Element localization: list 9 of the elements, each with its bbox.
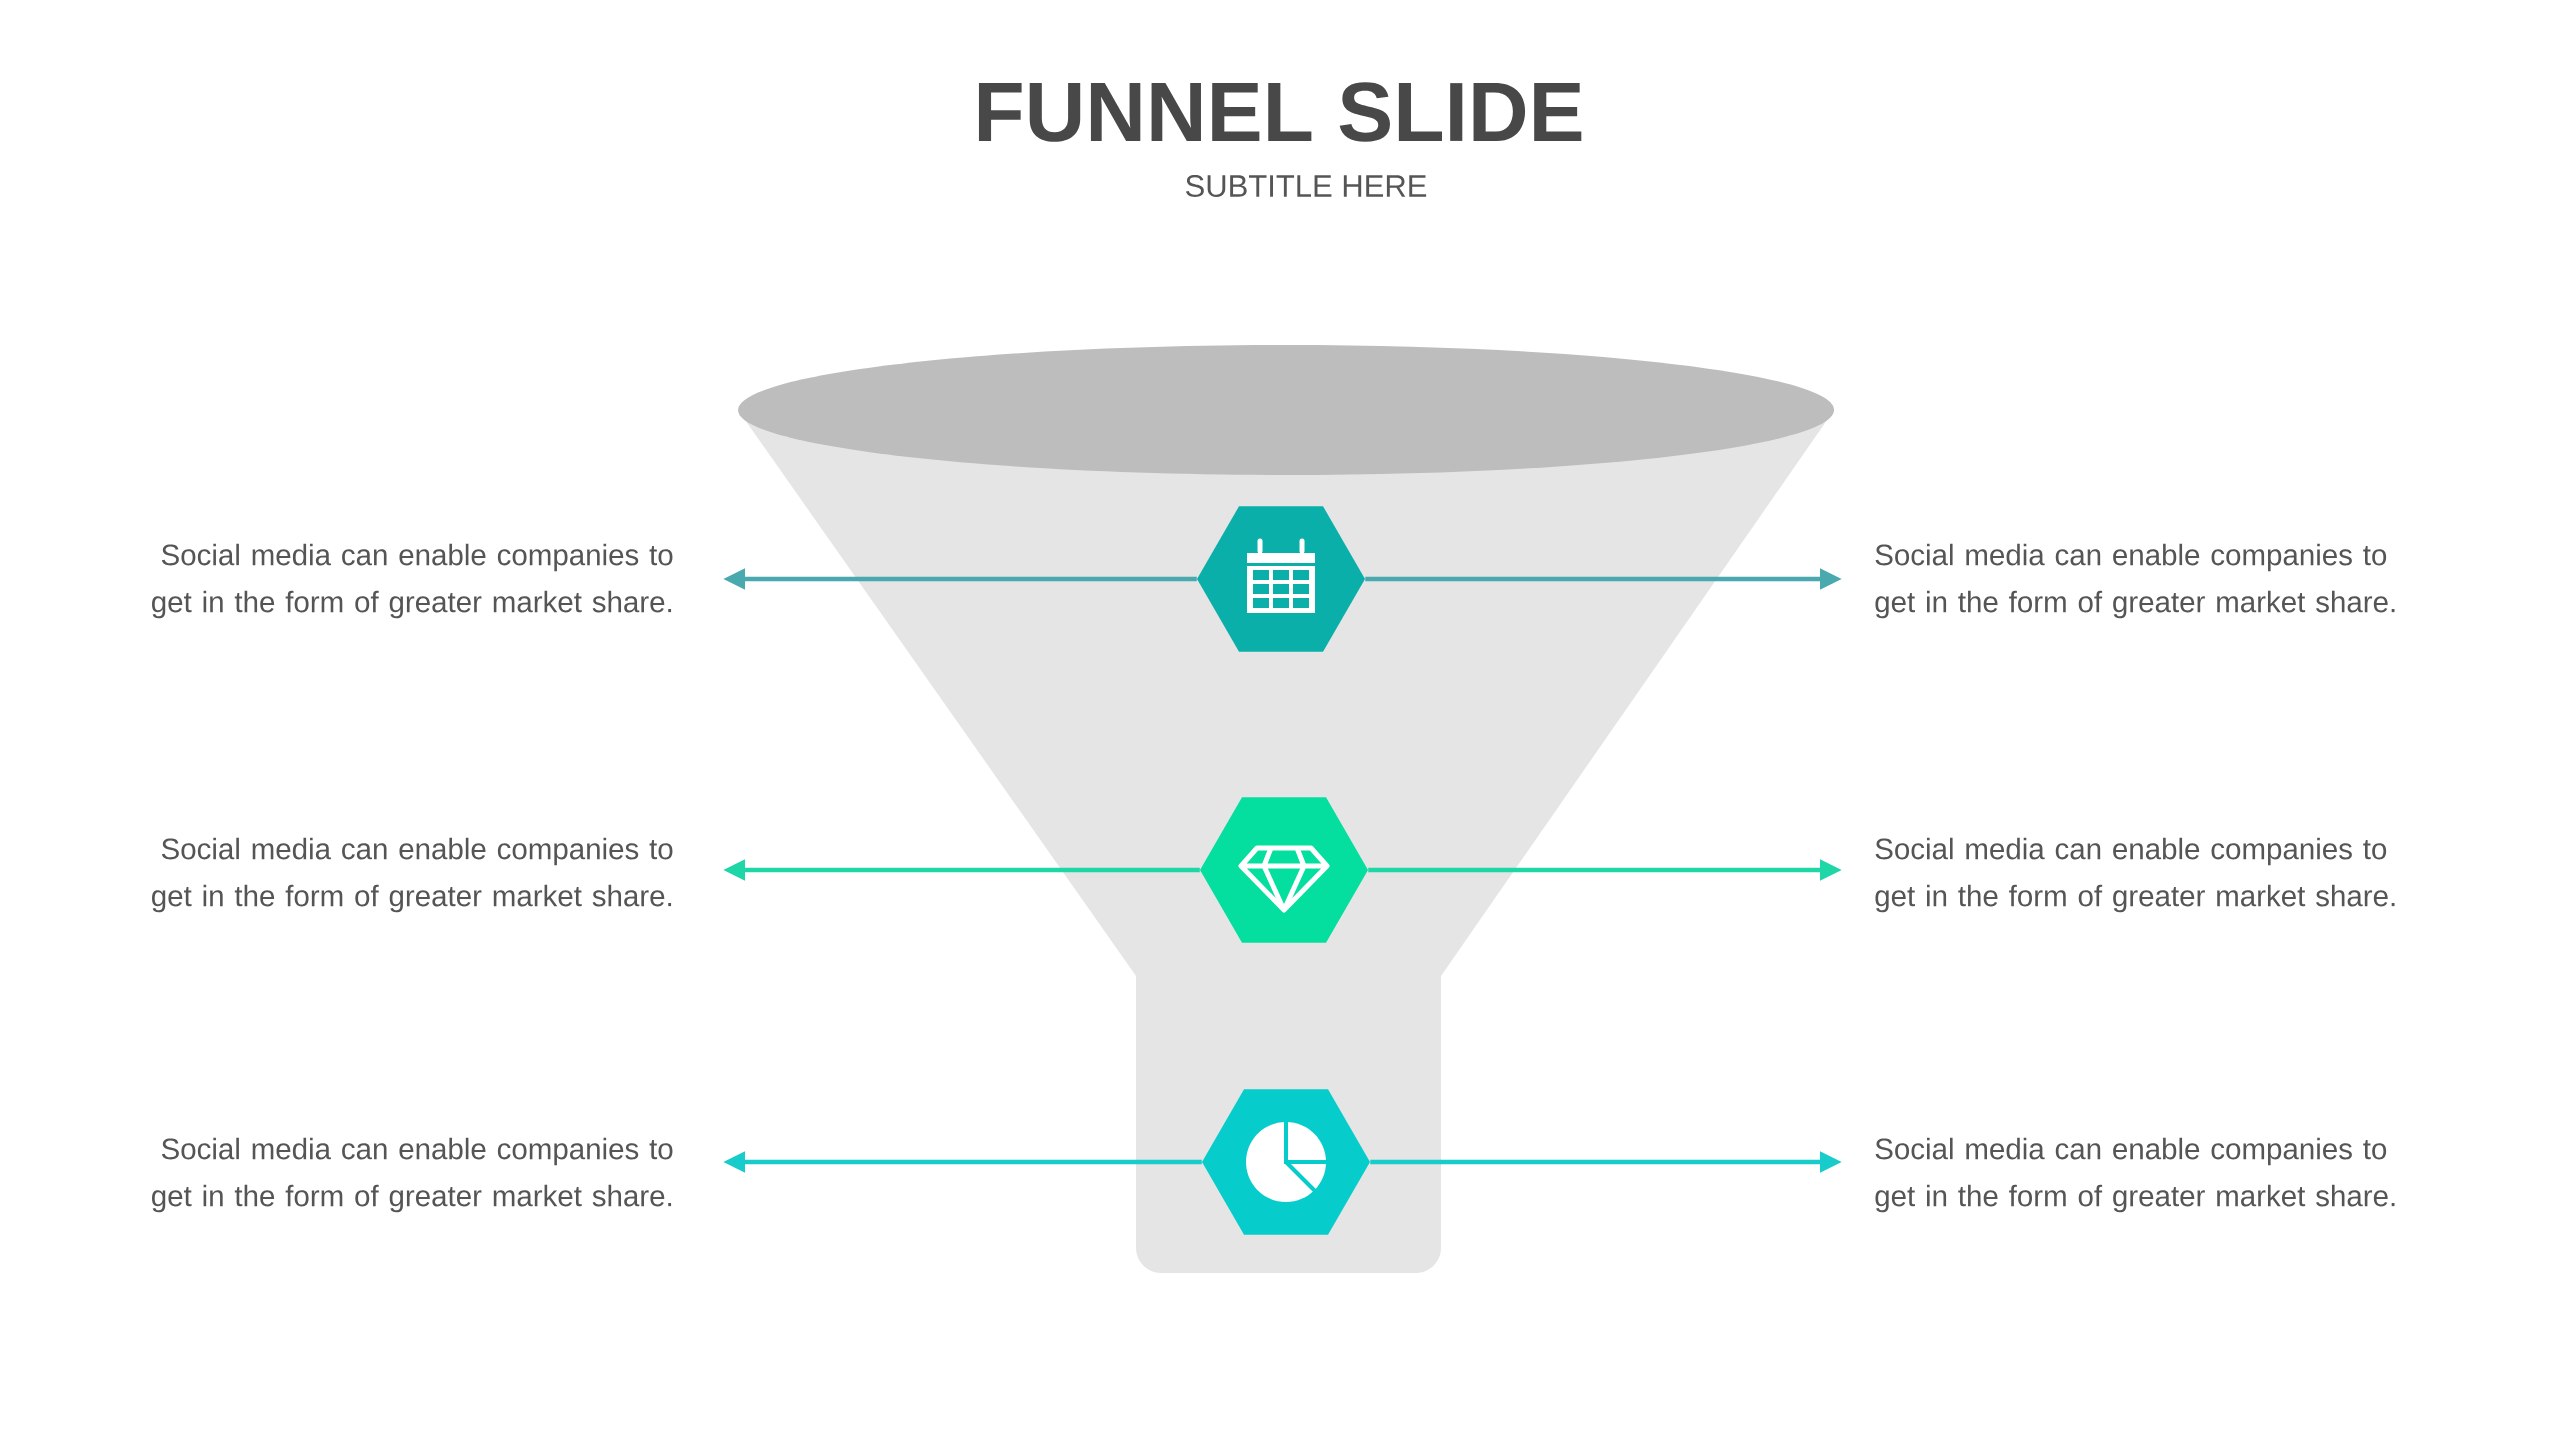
description-text: Social media can enable companies to get in the form of greater market share. [1875,837,2395,913]
description-text: Social media can enable companies to get in the form of greater market share. [152,1137,673,1213]
title: FUNNEL SLIDE [978,82,1582,142]
description-text: Social media can enable companies to get in the form of greater market share. [152,837,673,913]
description-text: Social media can enable companies to get in the form of greater market share. [1875,543,2395,619]
hexagon [1200,797,1368,943]
subtitle: SUBTITLE HERE [1186,175,1427,197]
description-text: Social media can enable companies to get in the form of greater market share. [1875,1137,2395,1213]
description-text: Social media can enable companies to get in the form of greater market share. [152,543,673,619]
